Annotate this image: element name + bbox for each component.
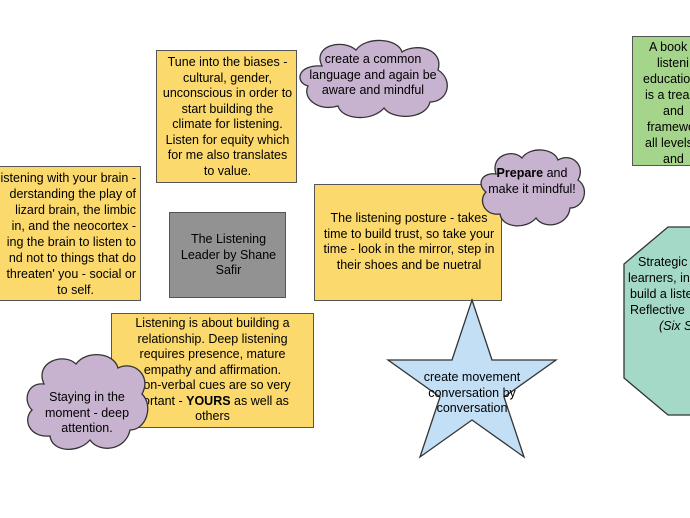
- brain-line-5: ing the brain to listen to: [6, 235, 136, 249]
- relationship-line-3: requires presence, mature: [139, 347, 286, 361]
- movement-text: create movement conversation by conversa…: [423, 370, 521, 415]
- relationship-line-2: relationship. Deep listening: [137, 331, 288, 346]
- book-box: A book listeni education is a trea and f…: [632, 36, 690, 166]
- relationship-box: Listening is about building a relationsh…: [111, 313, 314, 428]
- movement-star: create movement conversation by conversa…: [385, 297, 559, 459]
- brain-line-1: istening with your brain -: [0, 171, 136, 185]
- title-box: The Listening Leader by Shane Safir: [169, 212, 286, 298]
- book-line-3: education: [643, 72, 690, 86]
- strategic-line-1: Strategic: [638, 255, 688, 269]
- common-language-cloud: create a common language and again be aw…: [294, 36, 454, 120]
- strategic-line-4: Reflective: [630, 303, 685, 317]
- prepare-cloud: Prepare and make it mindful!: [478, 146, 586, 230]
- staying-cloud: Staying in the moment - deep attention.: [22, 350, 152, 454]
- relationship-line-7: others: [195, 409, 230, 423]
- brain-line-2: derstanding the play of: [9, 187, 136, 201]
- star-shape: [385, 297, 559, 459]
- relationship-tail: as well as: [230, 393, 289, 408]
- cloud-shape: [299, 39, 448, 119]
- octagon-shape: [623, 226, 690, 416]
- posture-box: The listening posture - takes time to bu…: [314, 184, 502, 301]
- strategic-line-3: build a liste: [630, 287, 690, 301]
- posture-text: The listening posture - takes time to bu…: [323, 211, 495, 272]
- cloud-shape-2: [480, 149, 586, 227]
- cloud-shape-3: [26, 354, 149, 450]
- brain-line-7: threaten' you - social or: [6, 267, 136, 281]
- strategic-line-2: learners, in: [628, 271, 690, 285]
- brain-line-8: to self.: [57, 283, 94, 297]
- relationship-line-4: empathy and affirmation.: [143, 362, 282, 377]
- strategic-octagon: Strategic learners, in build a liste Ref…: [622, 226, 690, 416]
- book-line-1: A book: [649, 40, 688, 54]
- biases-text: Tune into the biases - cultural, gender,…: [162, 55, 293, 178]
- book-line-2: listeni: [657, 56, 689, 70]
- prepare-text: Prepare and make it mindful!: [480, 166, 584, 197]
- title-text: The Listening Leader by Shane Safir: [180, 232, 277, 277]
- brain-line-3: lizard brain, the limbic: [15, 203, 136, 217]
- relationship-line-1: Listening is about building a: [135, 316, 290, 330]
- prepare-rest: and make it mindful!: [488, 166, 576, 196]
- brain-box: istening with your brain - derstanding t…: [0, 166, 141, 301]
- common-language-text: create a common language and again be aw…: [309, 52, 437, 97]
- relationship-line-5: Non-verbal cues are so very: [134, 378, 291, 392]
- relationship-bold: YOURS: [186, 393, 231, 408]
- staying-text: Staying in the moment - deep attention.: [44, 390, 130, 435]
- book-line-7: all levels: [645, 136, 690, 150]
- biases-box: Tune into the biases - cultural, gender,…: [156, 50, 297, 183]
- strategic-line-5: (Six S: [659, 319, 690, 333]
- book-line-8: and: [663, 152, 684, 166]
- prepare-bold: Prepare: [496, 166, 544, 180]
- book-line-5: and: [663, 104, 684, 118]
- book-line-4: is a trea: [645, 88, 690, 102]
- brain-line-6: nd not to things that do: [8, 251, 136, 265]
- book-line-6: framewo: [647, 120, 690, 134]
- brain-line-4: in, and the neocortex -: [11, 219, 136, 233]
